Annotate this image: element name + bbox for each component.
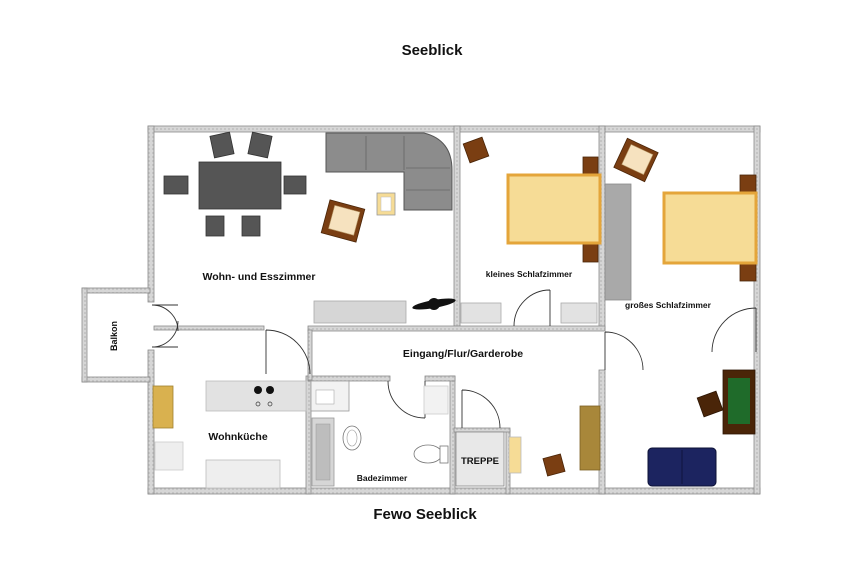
door-balcony-lower: [151, 320, 179, 348]
room-label-hallway: Eingang/Flur/Garderobe: [403, 348, 523, 360]
bed-headboard: [582, 156, 599, 176]
double-bed-small: [506, 173, 602, 245]
dining-chair: [241, 215, 261, 237]
small-bedroom-furniture: [460, 136, 602, 324]
double-bed-large: [662, 191, 758, 265]
stove-icon: [254, 386, 274, 407]
bath-cabinet: [423, 385, 449, 415]
wall-stairs-top: [453, 427, 511, 433]
kitchen-counter-bottom: [205, 459, 281, 489]
plan-title-top: Seeblick: [402, 42, 464, 59]
room-label-stairs: TREPPE: [461, 456, 499, 467]
door-hall-largebed: [604, 331, 644, 371]
plan-title-bottom: Fewo Seeblick: [373, 506, 477, 523]
labels: Seeblick Wohn- und Esszimmer kleines Sch…: [109, 42, 712, 523]
balcony-wall-left: [81, 287, 88, 383]
balcony-wall-top: [81, 287, 151, 294]
wall-living-hall-right: [307, 325, 606, 332]
chair: [696, 390, 724, 418]
bed-headboard: [582, 243, 599, 263]
stairs-area: [455, 431, 505, 487]
door-stairs: [461, 389, 501, 429]
kitchen-cabinet: [152, 385, 174, 429]
door-living-hall: [265, 329, 311, 375]
bathroom-furniture: [311, 385, 449, 487]
outer-wall-left-upper: [147, 125, 155, 303]
kitchen-counter-top: [205, 380, 307, 412]
dining-chair: [205, 215, 225, 237]
bed-headboard: [739, 174, 757, 194]
room-label-large-bedroom: großes Schlafzimmer: [625, 300, 712, 310]
armchair: [320, 199, 366, 243]
kitchen-furniture: [152, 380, 350, 489]
dining-chair: [163, 175, 189, 195]
room-label-bathroom: Badezimmer: [357, 473, 408, 483]
bathtub-inner: [315, 423, 331, 481]
dining-chair: [283, 175, 307, 195]
shelf: [460, 302, 502, 324]
wall-hall-kitchen: [307, 375, 391, 382]
shoe-cabinet: [579, 405, 601, 471]
bed-headboard: [739, 262, 757, 282]
wall-kitchen-bath: [305, 375, 312, 495]
sink-basin: [315, 389, 335, 405]
wardrobe: [604, 183, 632, 301]
balcony-wall-bottom: [81, 376, 151, 383]
mirror: [508, 436, 522, 474]
dining-chair: [209, 131, 235, 159]
door-smallbed: [513, 289, 551, 327]
living-dining-furniture: [163, 131, 456, 324]
large-bedroom-furniture: [604, 137, 758, 487]
stool: [542, 453, 566, 477]
door-largebed: [711, 307, 757, 353]
door-bathroom: [387, 380, 426, 419]
wall-hall-bath: [424, 375, 456, 382]
hallway-furniture: [508, 405, 601, 477]
outer-wall-right: [753, 125, 761, 495]
toilet-icon: [413, 444, 449, 464]
room-label-living-dining: Wohn- und Esszimmer: [203, 271, 316, 283]
washbasin-icon: [342, 425, 362, 451]
room-label-small-bedroom: kleines Schlafzimmer: [486, 269, 573, 279]
armchair: [613, 137, 659, 183]
corner-sofa: [325, 132, 453, 211]
room-label-kitchen-living: Wohnküche: [208, 431, 267, 443]
dining-chair: [247, 131, 273, 159]
wall-hall-corridor: [307, 329, 313, 381]
wall-living-smallbed: [453, 125, 461, 327]
shelf: [560, 302, 598, 324]
side-table-top: [380, 196, 392, 212]
card-table-felt: [728, 378, 750, 424]
sideboard: [313, 300, 407, 324]
fridge: [154, 441, 184, 471]
walls: [81, 125, 761, 495]
ceiling-fan-icon: [412, 298, 456, 310]
wall-living-hall-left: [153, 325, 265, 331]
dining-table: [198, 161, 282, 210]
wall-bath-stairs: [449, 375, 456, 495]
sofa-cushion-lines: [365, 136, 450, 191]
nightstand: [462, 136, 490, 164]
room-label-balcony: Balkon: [109, 321, 119, 351]
